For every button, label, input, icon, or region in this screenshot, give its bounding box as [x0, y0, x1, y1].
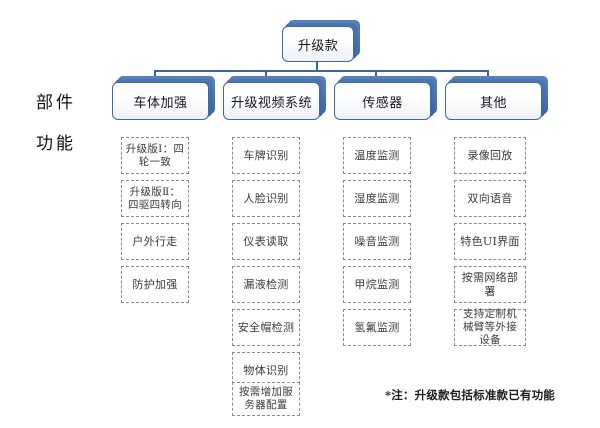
node-category-4-label: 其他 — [479, 95, 507, 111]
row-label-parts: 部件 — [36, 93, 76, 113]
leaf-4-4[interactable]: 按需网络部署 — [454, 266, 526, 303]
leaf-2-2[interactable]: 人脸识别 — [232, 180, 300, 217]
leaf-3-5-label: 氢氟监测 — [354, 320, 400, 334]
node-root-label: 升级款 — [297, 38, 339, 54]
node-category-1-face: 车体加强 — [112, 82, 209, 120]
leaf-3-3[interactable]: 噪音监测 — [343, 223, 411, 260]
leaf-1-3-label: 户外行走 — [132, 234, 178, 248]
leaf-2-4-label: 漏液检测 — [243, 277, 289, 291]
leaf-4-1-label: 录像回放 — [467, 148, 513, 162]
leaf-3-2-label: 湿度监测 — [354, 191, 400, 205]
leaf-3-1-label: 温度监测 — [354, 148, 400, 162]
node-root[interactable]: 升级款 — [282, 20, 360, 62]
leaf-2-1[interactable]: 车牌识别 — [232, 137, 300, 174]
leaf-3-4[interactable]: 甲烷监测 — [343, 266, 411, 303]
footnote: *注：升级款包括标准款已有功能 — [385, 388, 556, 402]
leaf-1-3[interactable]: 户外行走 — [121, 223, 189, 260]
leaf-2-7-label: 按需增加服务器配置 — [239, 386, 293, 411]
leaf-4-1[interactable]: 录像回放 — [454, 137, 526, 174]
leaf-1-1[interactable]: 升级版Ⅰ：四轮一致 — [121, 137, 189, 174]
node-category-2-label: 升级视频系统 — [230, 95, 312, 111]
connector-root-stem — [316, 62, 318, 71]
node-category-1-label: 车体加强 — [133, 95, 188, 111]
leaf-4-3[interactable]: 特色UI界面 — [454, 223, 526, 260]
leaf-2-3[interactable]: 仪表读取 — [232, 223, 300, 260]
node-category-3-label: 传感器 — [362, 95, 403, 111]
node-category-2[interactable]: 升级视频系统 — [223, 76, 326, 120]
leaf-4-2[interactable]: 双向语音 — [454, 180, 526, 217]
leaf-4-4-label: 按需网络部署 — [461, 270, 519, 298]
connector-bus — [154, 70, 488, 72]
node-root-face: 升级款 — [282, 26, 354, 62]
leaf-2-7[interactable]: 按需增加服务器配置 — [232, 382, 300, 416]
leaf-4-3-label: 特色UI界面 — [460, 234, 520, 248]
leaf-1-1-label: 升级版Ⅰ：四轮一致 — [125, 142, 185, 168]
leaf-2-2-label: 人脸识别 — [243, 191, 289, 205]
row-label-functions: 功能 — [36, 134, 76, 154]
leaf-2-6-label: 物体识别 — [243, 363, 289, 377]
leaf-3-2[interactable]: 湿度监测 — [343, 180, 411, 217]
leaf-1-2[interactable]: 升级版Ⅱ：四驱四转向 — [121, 180, 189, 217]
leaf-3-5[interactable]: 氢氟监测 — [343, 309, 411, 346]
node-category-3-face: 传感器 — [334, 82, 431, 120]
leaf-2-4[interactable]: 漏液检测 — [232, 266, 300, 303]
leaf-4-5-label: 支持定制机械臂等外接设备 — [463, 308, 517, 346]
leaf-4-5[interactable]: 支持定制机械臂等外接设备 — [454, 308, 526, 346]
leaf-1-2-label: 升级版Ⅱ：四驱四转向 — [128, 185, 182, 211]
node-category-2-face: 升级视频系统 — [223, 82, 320, 120]
leaf-2-5-label: 安全帽检测 — [237, 320, 295, 334]
node-category-3[interactable]: 传感器 — [334, 76, 437, 120]
leaf-3-3-label: 噪音监测 — [354, 234, 400, 248]
leaf-4-2-label: 双向语音 — [467, 191, 513, 205]
leaf-1-4[interactable]: 防护加强 — [121, 266, 189, 303]
leaf-2-3-label: 仪表读取 — [243, 234, 289, 248]
leaf-3-1[interactable]: 温度监测 — [343, 137, 411, 174]
leaf-2-5[interactable]: 安全帽检测 — [232, 309, 300, 346]
leaf-3-4-label: 甲烷监测 — [354, 277, 400, 291]
node-category-4[interactable]: 其他 — [445, 76, 548, 120]
node-category-4-face: 其他 — [445, 82, 542, 120]
node-category-1[interactable]: 车体加强 — [112, 76, 215, 120]
leaf-1-4-label: 防护加强 — [132, 277, 178, 291]
leaf-2-1-label: 车牌识别 — [243, 148, 289, 162]
